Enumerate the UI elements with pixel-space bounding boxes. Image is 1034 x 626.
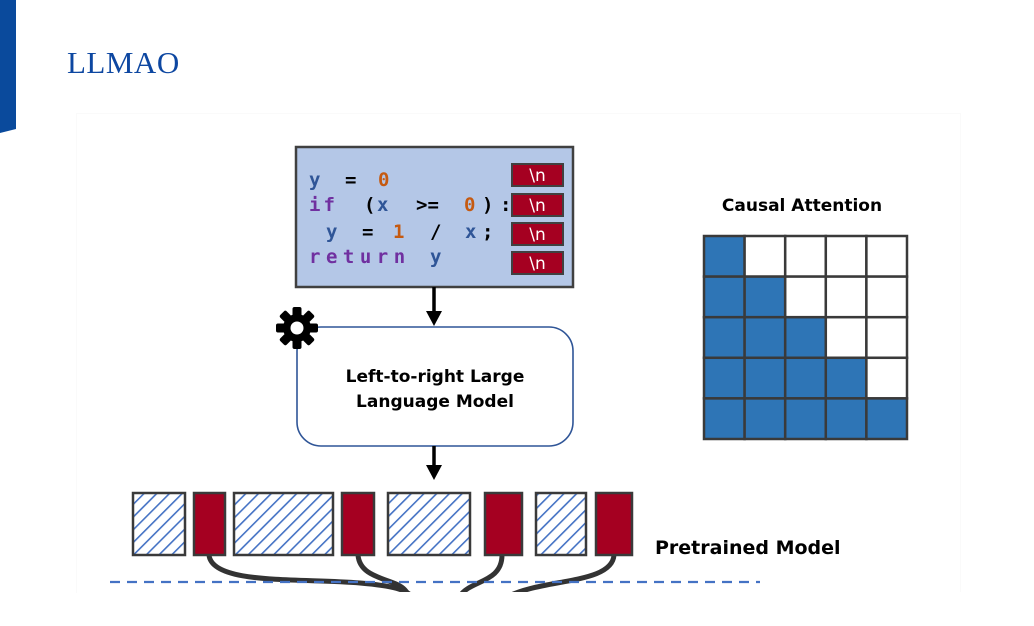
code-token-punct: ; xyxy=(482,221,493,243)
attention-cell-masked-in xyxy=(743,397,787,441)
code-token-number: 0 xyxy=(464,194,475,216)
attention-cell-masked-out xyxy=(824,275,868,319)
attention-cell-masked-out xyxy=(743,234,787,278)
figure-bottom-crop xyxy=(77,592,977,626)
code-token-number: 0 xyxy=(378,169,389,191)
code-token-identifier: y xyxy=(309,169,320,191)
connector-4 xyxy=(502,552,617,601)
code-token-block xyxy=(232,491,335,557)
attention-title: Causal Attention xyxy=(722,196,882,216)
code-token-operator: / xyxy=(430,221,441,243)
token-connectors xyxy=(206,552,617,601)
code-token-keyword: if xyxy=(309,194,338,216)
connector-2 xyxy=(355,552,415,601)
attention-cell-masked-out xyxy=(865,275,909,319)
connector-1 xyxy=(206,552,415,599)
newline-token: \n xyxy=(511,193,564,217)
attention-cell-masked-in xyxy=(783,356,828,400)
model-label-line1: Left-to-right Large xyxy=(346,367,525,387)
attention-cell-masked-out xyxy=(865,356,909,400)
newline-tokens: \n \n \n \n xyxy=(511,163,564,275)
attention-cell-masked-in xyxy=(824,397,868,441)
code-token-identifier: y xyxy=(326,221,337,243)
newline-token-block xyxy=(340,491,376,557)
attention-cell-masked-in xyxy=(702,234,746,278)
code-token-keyword: return xyxy=(309,246,411,268)
code-token-operator: >= xyxy=(416,194,439,216)
attention-grid xyxy=(702,234,909,441)
code-token-block xyxy=(534,491,588,557)
code-token-identifier: y xyxy=(430,246,441,268)
code-line: y = 0 xyxy=(309,169,389,191)
code-token-punct: ) xyxy=(482,194,493,216)
code-token-operator: = xyxy=(362,221,373,243)
newline-token-block xyxy=(594,491,634,557)
attention-cell-masked-out xyxy=(824,315,868,360)
newline-token: \n xyxy=(511,222,564,246)
attention-cell-masked-in xyxy=(702,315,746,360)
newline-token-block xyxy=(483,491,524,557)
attention-cell-masked-in xyxy=(783,315,828,360)
code-line: if (x >= 0): xyxy=(309,194,511,216)
attention-cell-masked-in xyxy=(865,397,909,441)
newline-token-block xyxy=(192,491,227,557)
causal-attention: Causal Attention xyxy=(702,196,909,441)
newline-token-label: \n xyxy=(529,196,546,216)
attention-cell-masked-in xyxy=(702,275,746,319)
newline-token-label: \n xyxy=(529,166,546,186)
attention-cell-masked-in xyxy=(783,397,828,441)
code-token-identifier: x xyxy=(377,194,388,216)
token-row xyxy=(131,491,634,557)
attention-cell-masked-out xyxy=(865,234,909,278)
attention-cell-masked-out xyxy=(824,234,868,278)
code-token-punct: : xyxy=(500,194,511,216)
attention-cell-masked-in xyxy=(743,356,787,400)
code-token-number: 1 xyxy=(393,221,404,243)
attention-cell-masked-out xyxy=(783,234,828,278)
model-label-line2: Language Model xyxy=(356,392,514,412)
model-box: Left-to-right Large Language Model xyxy=(296,326,574,447)
newline-token-label: \n xyxy=(529,254,546,274)
attention-cell-masked-in xyxy=(702,397,746,441)
gear-icon xyxy=(276,307,318,349)
attention-cell-masked-in xyxy=(702,356,746,400)
slide-side-accent-bar xyxy=(0,0,16,133)
newline-token: \n xyxy=(511,163,564,187)
code-token-block xyxy=(131,491,187,557)
attention-cell-masked-in xyxy=(824,356,868,400)
newline-token-label: \n xyxy=(529,225,546,245)
attention-cell-masked-in xyxy=(743,275,787,319)
code-token-block xyxy=(386,491,472,557)
code-token-punct: ( xyxy=(364,194,375,216)
pretrained-model-label: Pretrained Model xyxy=(655,537,841,559)
attention-cell-masked-out xyxy=(783,275,828,319)
connector-3 xyxy=(457,552,505,599)
code-token-identifier: x xyxy=(465,221,476,243)
attention-cell-masked-in xyxy=(743,315,787,360)
slide-title: LLMAO xyxy=(67,45,180,80)
attention-cell-masked-out xyxy=(865,315,909,360)
arrow-code-to-model xyxy=(426,287,442,326)
code-line: y = 1 / x; xyxy=(326,221,493,243)
arrow-model-to-tokens xyxy=(426,446,442,480)
newline-token: \n xyxy=(511,251,564,275)
code-token-operator: = xyxy=(345,169,356,191)
